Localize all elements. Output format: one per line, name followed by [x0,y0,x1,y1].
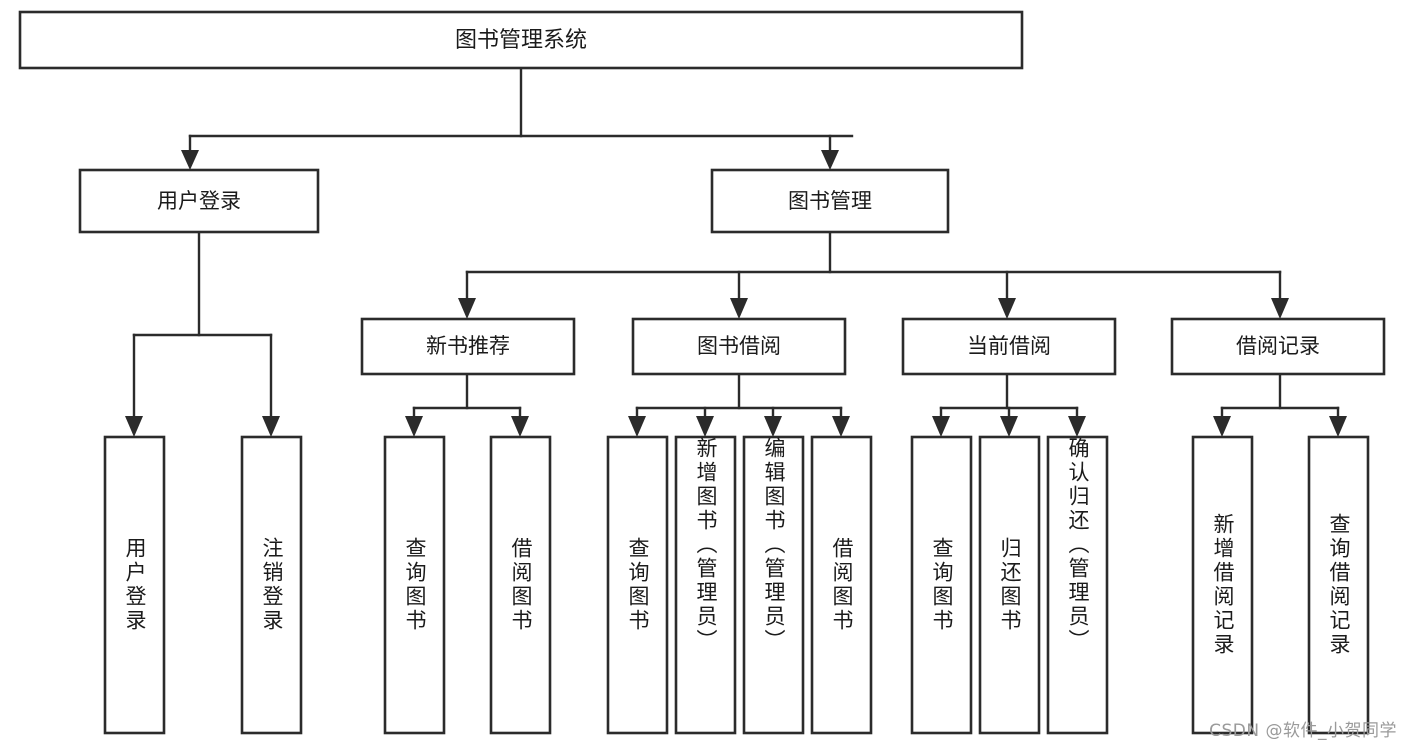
node-new-book-recommend-label: 新书推荐 [426,334,510,358]
leaf-box-currentborrow-query[interactable] [910,435,973,735]
leaf-box-user-login-login[interactable] [103,435,166,735]
node-current-borrow[interactable]: 当前借阅 [901,317,1117,376]
leaf-box-bookborrow-add[interactable] [674,435,737,735]
node-book-management-label: 图书管理 [788,189,872,213]
leaf-box-bookborrow-edit[interactable] [742,435,805,735]
node-root[interactable]: 图书管理系统 [18,10,1024,70]
node-book-borrow-label: 图书借阅 [697,334,781,358]
connector-bookborrow-to-leaves [628,372,850,437]
node-current-borrow-label: 当前借阅 [967,334,1051,358]
connector-bookmgmt-to-level2 [458,230,1289,319]
leaf-box-currentborrow-return[interactable] [978,435,1041,735]
node-new-book-recommend[interactable]: 新书推荐 [360,317,576,376]
node-borrow-record[interactable]: 借阅记录 [1170,317,1386,376]
connector-root-to-level1 [181,66,854,170]
connector-userlogin-to-leaves [125,230,280,437]
connector-newbook-to-leaves [405,372,529,437]
connector-borrowrecord-to-leaves [1213,372,1347,437]
leaf-box-newbook-borrow[interactable] [489,435,552,735]
node-book-management[interactable]: 图书管理 [710,168,950,234]
csdn-watermark: CSDN @软件_小贺同学 [1209,721,1397,741]
leaf-box-currentborrow-confirm[interactable] [1046,435,1109,735]
leaf-box-borrowrecord-query[interactable] [1307,435,1370,735]
leaf-box-bookborrow-query[interactable] [606,435,669,735]
leaf-box-borrowrecord-add[interactable] [1191,435,1254,735]
node-user-login[interactable]: 用户登录 [78,168,320,234]
node-root-label: 图书管理系统 [455,28,587,53]
node-user-login-label: 用户登录 [157,189,241,213]
leaf-box-newbook-query[interactable] [383,435,446,735]
node-borrow-record-label: 借阅记录 [1236,334,1320,358]
connector-currentborrow-to-leaves [932,372,1086,437]
node-book-borrow[interactable]: 图书借阅 [631,317,847,376]
leaf-box-bookborrow-borrow[interactable] [810,435,873,735]
leaf-box-user-login-logout[interactable] [240,435,303,735]
